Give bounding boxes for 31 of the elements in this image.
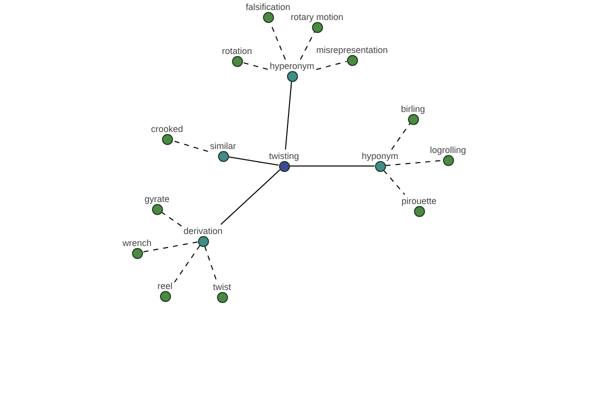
- word-label: misrepresentation: [316, 44, 388, 54]
- dashed-connector: [172, 140, 208, 152]
- dashed-connector: [384, 160, 444, 166]
- word-label: logrolling: [430, 144, 466, 154]
- word-label: wrench: [122, 238, 152, 248]
- word-label: falsification: [246, 2, 290, 12]
- word-label: similar: [210, 140, 236, 150]
- word-label: gyrate: [144, 194, 170, 204]
- word-label: crooked: [150, 124, 184, 134]
- word-label: rotation: [222, 46, 252, 56]
- dashed-connector: [316, 60, 348, 70]
- word-label: twist: [213, 282, 231, 292]
- dashed-connector: [242, 62, 268, 70]
- word-label: pirouette: [401, 196, 437, 206]
- connector-line: [220, 169, 280, 225]
- dashed-connector: [204, 246, 217, 281]
- word-label: birling: [401, 104, 425, 114]
- word-label: rotary motion: [290, 12, 344, 22]
- connector-line: [228, 156, 280, 166]
- word-label: hyperonym: [270, 60, 314, 70]
- word-label: twisting: [269, 150, 299, 160]
- dashed-connector: [174, 245, 200, 283]
- dashed-connector: [142, 241, 198, 253]
- word-label: hyponym: [362, 150, 398, 160]
- dashed-connector: [300, 31, 315, 60]
- word-label: reel: [158, 280, 172, 290]
- dashed-connector: [383, 170, 406, 195]
- dashed-connector: [161, 212, 182, 227]
- word-label: derivation: [183, 226, 223, 236]
- connector-line: [284, 80, 292, 150]
- dashed-connector: [391, 123, 410, 150]
